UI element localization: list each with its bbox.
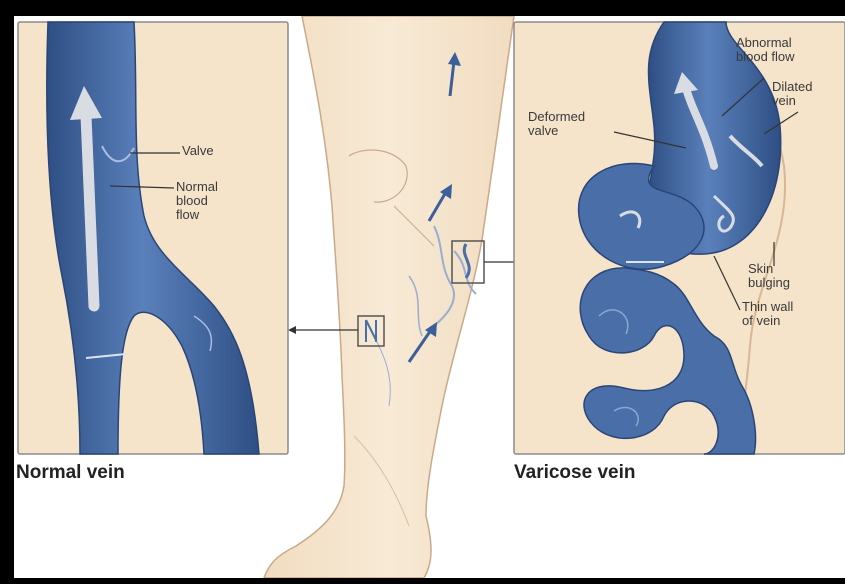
- label-normal-blood-flow: Normal blood flow: [176, 180, 218, 222]
- label-dilated-vein: Dilated vein: [772, 80, 812, 108]
- leg-illustration: [264, 16, 522, 578]
- label-deformed-valve: Deformed valve: [528, 110, 585, 138]
- label-thin-wall-of-vein: Thin wall of vein: [742, 300, 793, 328]
- diagram-frame: Valve Normal blood flow Abnormal blood f…: [14, 16, 845, 578]
- caption-varicose-vein: Varicose vein: [514, 462, 635, 484]
- label-abnormal-blood-flow: Abnormal blood flow: [736, 36, 795, 64]
- varicose-diagram-svg: [14, 16, 845, 578]
- normal-vein-panel: [18, 22, 288, 454]
- label-valve: Valve: [182, 144, 214, 158]
- label-skin-bulging: Skin bulging: [748, 262, 790, 290]
- caption-normal-vein: Normal vein: [16, 462, 125, 484]
